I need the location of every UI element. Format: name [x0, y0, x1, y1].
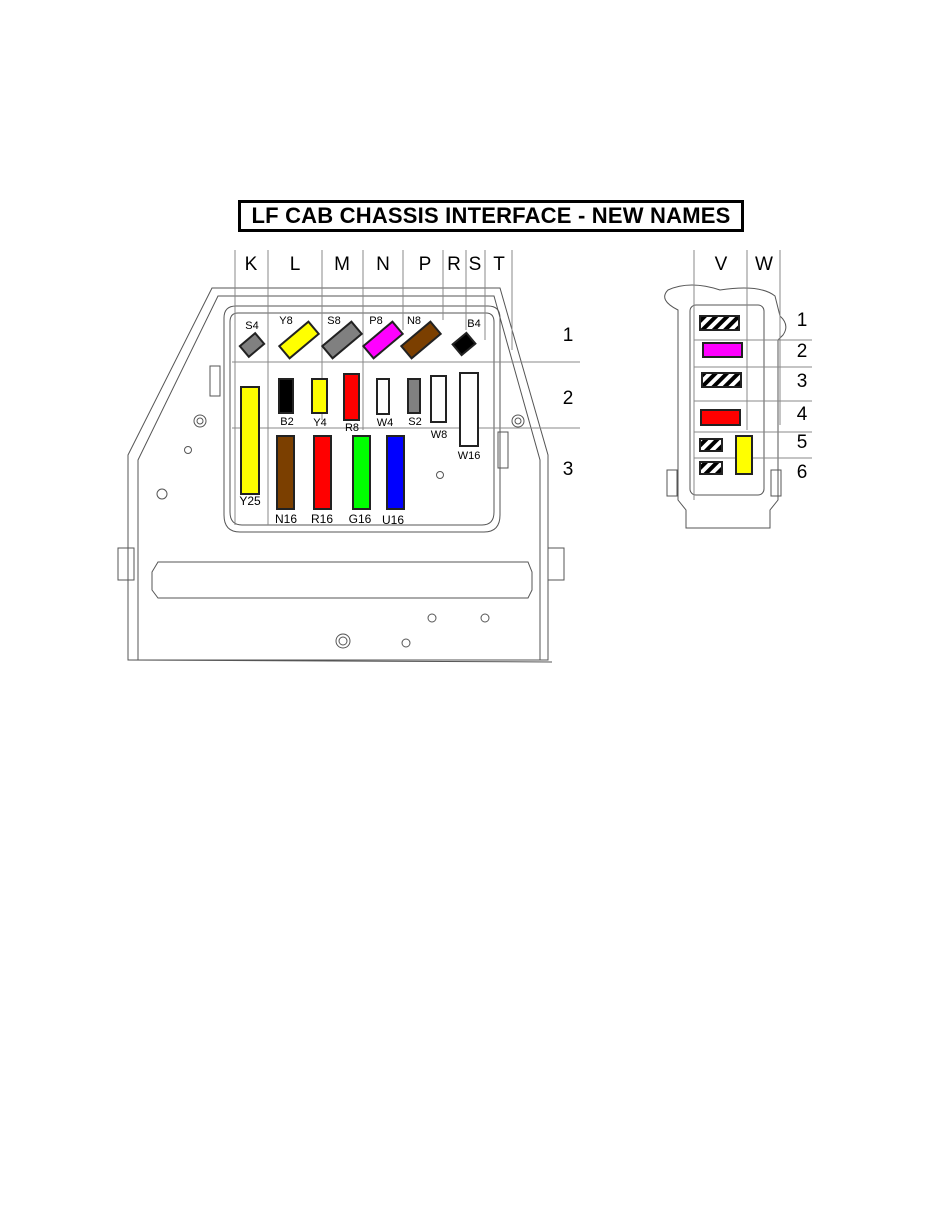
fuse-n16: [276, 435, 295, 510]
svg-text:Y25: Y25: [239, 494, 261, 508]
svg-text:U16: U16: [382, 513, 404, 527]
row2-fuse-labels: B2 Y4 R8 W4 S2 W8 W16: [280, 416, 480, 462]
svg-text:6: 6: [797, 462, 808, 483]
column-label-w: W: [755, 254, 773, 275]
side-column-labels: V W: [715, 254, 773, 275]
fuse-s4: [238, 331, 266, 359]
main-grid-lines: [232, 250, 580, 525]
svg-text:W16: W16: [458, 450, 481, 462]
fuse-r8: [343, 373, 360, 421]
column-label-l: L: [290, 254, 301, 275]
fuse-r16: [313, 435, 332, 510]
fuse-n8: [399, 320, 443, 360]
row-label-2: 2: [563, 388, 574, 409]
side-connector-housing: [664, 284, 787, 529]
slot-v5-hatched: [699, 438, 723, 452]
svg-text:N8: N8: [407, 315, 421, 327]
fuse-s2: [407, 378, 421, 414]
fuse-u16: [386, 435, 405, 510]
svg-text:R8: R8: [345, 422, 359, 434]
row-label-3: 3: [563, 459, 574, 480]
svg-text:Y4: Y4: [313, 417, 326, 429]
slot-v3-hatched: [701, 372, 742, 388]
fuse-w16: [459, 372, 479, 447]
svg-text:P8: P8: [369, 315, 382, 327]
column-label-t: T: [493, 254, 505, 275]
svg-text:4: 4: [797, 404, 808, 425]
svg-text:W8: W8: [431, 429, 448, 441]
svg-text:W4: W4: [377, 417, 394, 429]
fuse-y4: [311, 378, 328, 414]
svg-text:3: 3: [797, 371, 808, 392]
column-label-r: R: [447, 254, 461, 275]
svg-text:S4: S4: [245, 320, 258, 332]
diagram-title: LF CAB CHASSIS INTERFACE - NEW NAMES: [238, 200, 744, 232]
svg-text:Y8: Y8: [279, 315, 292, 327]
main-column-labels: K L M N P R S T: [245, 254, 506, 275]
svg-text:S8: S8: [327, 315, 340, 327]
fuse-b2: [278, 378, 294, 414]
row3-fuses: [276, 435, 405, 510]
column-label-k: K: [245, 254, 258, 275]
side-row-labels: 1 2 3 4 5 6: [797, 310, 808, 483]
fuse-y25: [240, 386, 260, 495]
side-slots: [699, 315, 753, 475]
slot-v6-hatched: [699, 461, 723, 475]
svg-text:S2: S2: [408, 416, 421, 428]
slot-v1-hatched: [699, 315, 740, 331]
fuse-w4: [376, 378, 390, 415]
fuse-s8: [320, 320, 364, 360]
svg-text:5: 5: [797, 432, 808, 453]
column-label-n: N: [376, 254, 390, 275]
fuse-b4: [451, 331, 477, 357]
svg-text:B2: B2: [280, 416, 293, 428]
svg-text:G16: G16: [349, 512, 372, 526]
row1-fuses: [238, 320, 477, 360]
svg-text:R16: R16: [311, 512, 333, 526]
fuse-y8: [277, 320, 321, 360]
column-label-s: S: [469, 254, 482, 275]
fuse-w8: [430, 375, 447, 423]
fuse-g16: [352, 435, 371, 510]
column-label-v: V: [715, 254, 728, 275]
svg-text:B4: B4: [467, 318, 480, 330]
svg-text:1: 1: [797, 310, 808, 331]
row3-fuse-labels: Y25 N16 R16 G16 U16: [239, 494, 404, 527]
row-label-1: 1: [563, 325, 574, 346]
main-row-labels: 1 2 3: [563, 325, 574, 480]
slot-v2: [702, 342, 743, 358]
column-label-p: P: [419, 254, 432, 275]
fuse-p8: [361, 320, 405, 360]
slot-w5-6: [735, 435, 753, 475]
slot-v4: [700, 409, 741, 426]
row1-fuse-labels: S4 Y8 S8 P8 N8 B4: [245, 315, 480, 332]
svg-text:2: 2: [797, 341, 808, 362]
row2-fuses: [240, 372, 479, 495]
svg-text:N16: N16: [275, 512, 297, 526]
main-connector-housing: [117, 287, 565, 663]
column-label-m: M: [334, 254, 350, 275]
